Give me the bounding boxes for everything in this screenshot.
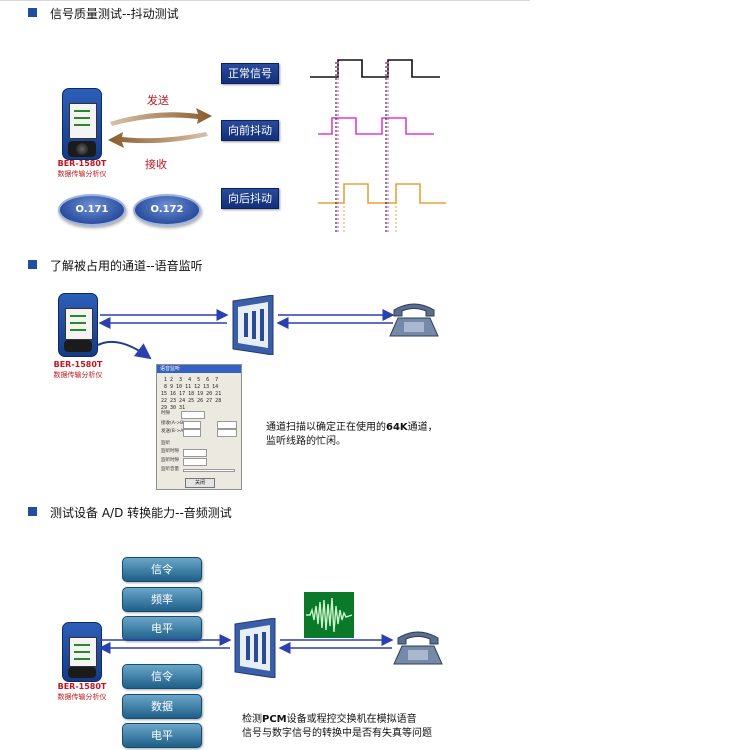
dialog-field[interactable] xyxy=(217,429,237,437)
signal-label-backward-jitter: 向后抖动 xyxy=(221,188,279,209)
frequency-button[interactable]: 频率 xyxy=(122,587,202,612)
data-button[interactable]: 数据 xyxy=(122,694,202,719)
signaling-button[interactable]: 信令 xyxy=(122,664,202,689)
dialog-row: 发送(B->A) xyxy=(161,429,186,434)
audio-connection-lines xyxy=(98,634,394,654)
telephone-icon xyxy=(393,631,443,665)
section-title-monitor: 了解被占用的通道--语音监听 xyxy=(50,259,203,273)
device-screen xyxy=(65,308,93,340)
dialog-titlebar: 语音监听 xyxy=(157,365,241,373)
dialog-row: 监听时隙 xyxy=(161,458,179,463)
volume-slider[interactable] xyxy=(183,469,235,472)
device-keypad xyxy=(64,340,92,352)
backward-jitter-wave xyxy=(318,183,446,204)
monitor-connection-lines xyxy=(95,309,395,360)
send-receive-arrows xyxy=(108,108,212,148)
bullet-icon xyxy=(28,8,37,17)
dialog-row: 监听时隙 xyxy=(161,449,179,454)
monitor-note: 通道扫描以确定正在使用的64K通道， 监听线路的忙闲。 xyxy=(266,421,438,449)
receive-label: 接收 xyxy=(145,158,167,171)
audio-note: 检测PCM设备或程控交换机在模拟语音 信号与数字信号的转换中是否有失真等问题 xyxy=(242,713,432,741)
monitor-note-line2: 监听线路的忙闲。 xyxy=(266,436,346,447)
device-icon xyxy=(62,88,102,160)
forward-jitter-wave xyxy=(318,117,434,135)
device-icon xyxy=(62,622,102,682)
signal-label-normal: 正常信号 xyxy=(221,63,279,84)
signaling-button[interactable]: 信令 xyxy=(122,557,202,582)
dialog-row: 监听音量 xyxy=(161,467,179,472)
audio-waveform-icon xyxy=(304,592,354,638)
signal-label-forward-jitter: 向前抖动 xyxy=(221,120,279,141)
level-button[interactable]: 电平 xyxy=(122,723,202,748)
section-title-audio: 测试设备 A/D 转换能力--音频测试 xyxy=(50,506,232,520)
audio-note-line2: 信号与数字信号的转换中是否有失真等问题 xyxy=(242,728,432,739)
send-arrow-icon xyxy=(110,108,212,126)
dialog-row: 接收(A->B) xyxy=(161,421,185,426)
device-name: BER-1580T xyxy=(57,159,107,168)
dialog-calendar: 1 2 3 4 5 6 7 8 9 10 11 12 13 14 15 16 1… xyxy=(161,377,222,411)
device-screen xyxy=(69,637,97,667)
bullet-icon xyxy=(28,260,37,269)
device-subtitle: 数据传输分析仪 xyxy=(53,371,103,379)
dialog-field[interactable] xyxy=(217,421,237,429)
device-caption: BER-1580T 数据传输分析仪 xyxy=(30,681,134,703)
dialog-select[interactable] xyxy=(183,458,207,466)
dialog-row: 监听 xyxy=(161,441,170,446)
device-caption: BER-1580T 数据传输分析仪 xyxy=(30,158,134,180)
device-name: BER-1580T xyxy=(57,682,107,691)
top-divider xyxy=(0,0,530,1)
level-button[interactable]: 电平 xyxy=(122,616,202,641)
dialog-field[interactable] xyxy=(183,421,201,429)
device-screen xyxy=(69,103,97,139)
device-subtitle: 数据传输分析仪 xyxy=(57,693,107,701)
dialog-field[interactable] xyxy=(183,429,201,437)
dialog-select[interactable] xyxy=(181,411,205,419)
monitor-note-line1: 通道扫描以确定正在使用的64K通道， xyxy=(266,422,438,433)
dialog-close-button[interactable]: 关闭 xyxy=(185,478,215,488)
audio-note-line1: 检测PCM设备或程控交换机在模拟语音 xyxy=(242,714,417,725)
dialog-row: 时隙 xyxy=(161,411,170,416)
jitter-waveforms xyxy=(310,59,446,232)
receive-arrow-icon xyxy=(108,132,208,148)
port-o172-button[interactable]: O.172 xyxy=(133,194,201,226)
device-name: BER-1580T xyxy=(53,360,103,369)
switch-icon xyxy=(232,295,274,355)
section-title-jitter: 信号质量测试--抖动测试 xyxy=(50,7,179,21)
bullet-icon xyxy=(28,507,37,516)
device-icon xyxy=(58,293,98,357)
switch-icon xyxy=(234,618,276,678)
device-knob xyxy=(76,143,88,155)
device-keypad xyxy=(68,667,96,678)
device-subtitle: 数据传输分析仪 xyxy=(57,170,107,178)
telephone-icon xyxy=(389,303,439,337)
port-o171-button[interactable]: O.171 xyxy=(58,194,126,226)
device-caption: BER-1580T 数据传输分析仪 xyxy=(26,359,130,381)
voice-monitor-dialog: 语音监听 1 2 3 4 5 6 7 8 9 10 11 12 13 14 15… xyxy=(156,364,242,490)
dialog-title: 语音监听 xyxy=(160,366,181,372)
send-label: 发送 xyxy=(147,94,169,107)
dialog-select[interactable] xyxy=(183,449,207,457)
normal-signal-wave xyxy=(310,59,440,78)
